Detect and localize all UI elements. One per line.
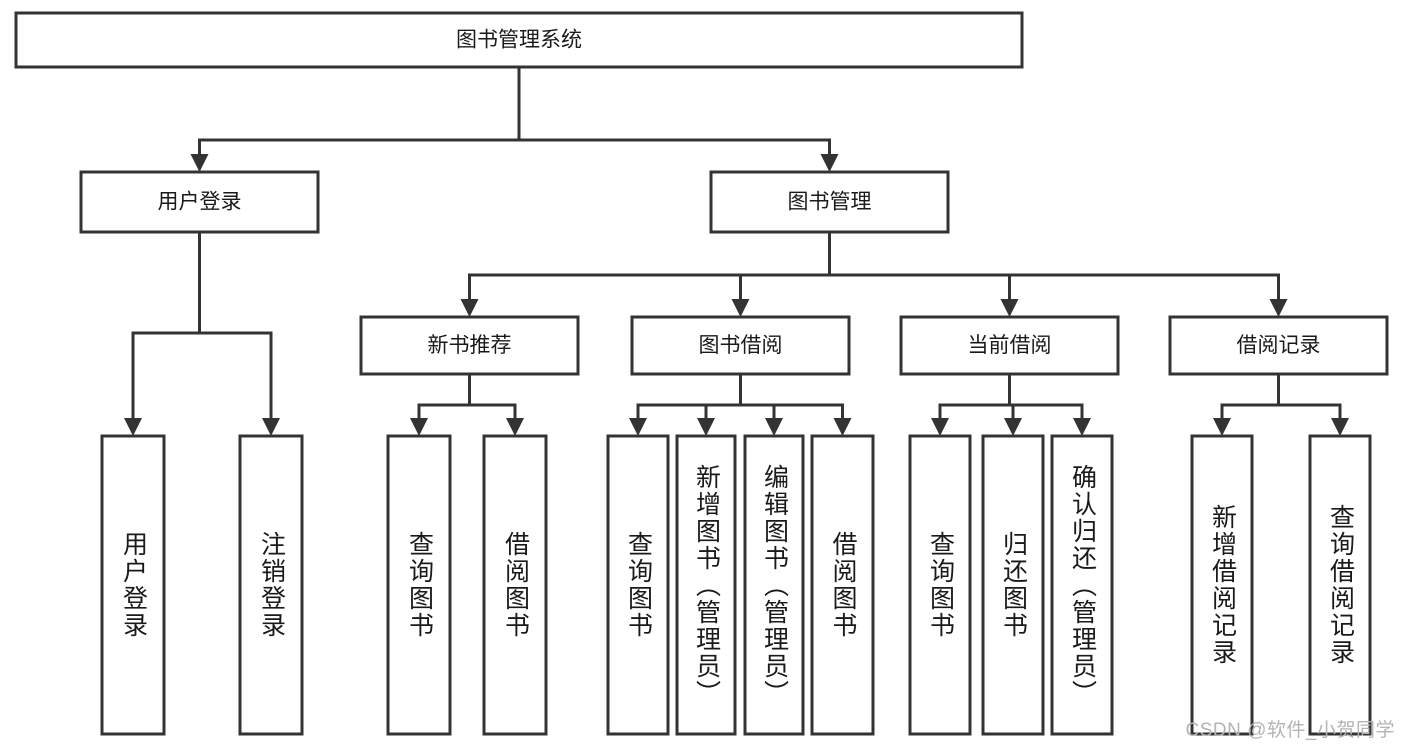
edge-bm-new-book-recommend-arrowhead: [460, 299, 479, 317]
node-leaf-borrow-book[interactable]: [810, 434, 875, 736]
node-box-leaf-logout[interactable]: [238, 434, 304, 736]
node-leaf-add-borrow-record[interactable]: [1190, 434, 1254, 736]
node-leaf-query-book-borrow[interactable]: [606, 434, 670, 736]
node-box-root[interactable]: [14, 11, 1024, 69]
edge-bm-current-borrow-arrowhead: [1000, 299, 1019, 317]
node-box-leaf-add-borrow-record[interactable]: [1190, 434, 1254, 736]
node-new-book-recommend[interactable]: [359, 315, 580, 376]
node-box-book-borrow[interactable]: [630, 315, 851, 376]
edge-bm-book-borrow-arrowhead: [731, 299, 750, 317]
node-box-user-login[interactable]: [79, 170, 320, 234]
node-box-layer: [14, 11, 1389, 736]
node-leaf-confirm-return[interactable]: [1050, 434, 1114, 736]
node-book-borrow[interactable]: [630, 315, 851, 376]
node-box-new-book-recommend[interactable]: [359, 315, 580, 376]
edge-user-login-leaf-logout-arrowhead: [262, 418, 280, 436]
edge-current-borrow-leaf-return-book-arrowhead: [1004, 418, 1022, 436]
node-label-book-borrow: 图书借阅: [699, 334, 783, 357]
node-leaf-logout[interactable]: [238, 434, 304, 736]
node-label-root: 图书管理系统: [456, 29, 582, 52]
edge-bm-borrow-records-arrowhead: [1269, 299, 1288, 317]
node-leaf-query-borrow-record[interactable]: [1308, 434, 1372, 736]
edge-user-login-leaf-user-login-arrowhead: [124, 418, 142, 436]
node-box-leaf-borrow-book[interactable]: [810, 434, 875, 736]
node-box-leaf-query-borrow-record[interactable]: [1308, 434, 1372, 736]
node-box-leaf-query-book-current[interactable]: [908, 434, 972, 736]
node-label-new-book-recommend: 新书推荐: [428, 334, 512, 357]
node-box-borrow-records[interactable]: [1168, 315, 1389, 376]
node-user-login[interactable]: [79, 170, 320, 234]
node-book-management[interactable]: [709, 170, 950, 234]
node-leaf-return-book[interactable]: [981, 434, 1045, 736]
node-box-leaf-user-login[interactable]: [100, 434, 166, 736]
node-leaf-add-book[interactable]: [675, 434, 737, 736]
node-borrow-records[interactable]: [1168, 315, 1389, 376]
node-box-leaf-query-book-borrow[interactable]: [606, 434, 670, 736]
node-leaf-user-login[interactable]: [100, 434, 166, 736]
watermark: CSDN @软件_小贺同学: [1185, 720, 1395, 741]
edge-borrow-records-leaf-add-borrow-record-arrowhead: [1213, 418, 1231, 436]
edge-current-borrow-leaf-query-book-current-arrowhead: [931, 418, 949, 436]
node-box-current-borrow[interactable]: [899, 315, 1120, 376]
node-current-borrow[interactable]: [899, 315, 1120, 376]
node-box-leaf-return-book[interactable]: [981, 434, 1045, 736]
edge-borrow-records-leaf-query-borrow-record-arrowhead: [1331, 418, 1349, 436]
node-label-current-borrow: 当前借阅: [968, 334, 1052, 357]
node-root[interactable]: [14, 11, 1024, 69]
node-box-leaf-confirm-return[interactable]: [1050, 434, 1114, 736]
edge-book-borrow-leaf-query-book-borrow-arrowhead: [629, 418, 647, 436]
edge-root-user-login-arrowhead: [190, 154, 209, 172]
node-leaf-borrow-book-recommend[interactable]: [482, 434, 548, 736]
node-box-leaf-add-book[interactable]: [675, 434, 737, 736]
node-box-leaf-borrow-book-recommend[interactable]: [482, 434, 548, 736]
node-label-borrow-records: 借阅记录: [1237, 334, 1321, 357]
node-box-leaf-query-book-recommend[interactable]: [386, 434, 452, 736]
node-box-leaf-edit-book[interactable]: [743, 434, 805, 736]
edge-new-book-recommend-leaf-query-book-recommend-arrowhead: [410, 418, 428, 436]
edge-root-book-management-arrowhead: [820, 154, 839, 172]
edge-current-borrow-leaf-confirm-return-arrowhead: [1073, 418, 1091, 436]
node-leaf-query-book-current[interactable]: [908, 434, 972, 736]
node-label-book-management: 图书管理: [788, 191, 872, 214]
connector-layer: [124, 65, 1349, 436]
edge-book-borrow-leaf-add-book-arrowhead: [697, 418, 715, 436]
node-label-user-login: 用户登录: [158, 191, 242, 214]
edge-book-borrow-leaf-borrow-book-arrowhead: [833, 418, 852, 436]
node-leaf-edit-book[interactable]: [743, 434, 805, 736]
edge-new-book-recommend-leaf-borrow-book-recommend-arrowhead: [506, 418, 524, 436]
node-box-book-management[interactable]: [709, 170, 950, 234]
node-leaf-query-book-recommend[interactable]: [386, 434, 452, 736]
edge-book-borrow-leaf-edit-book-arrowhead: [765, 418, 783, 436]
